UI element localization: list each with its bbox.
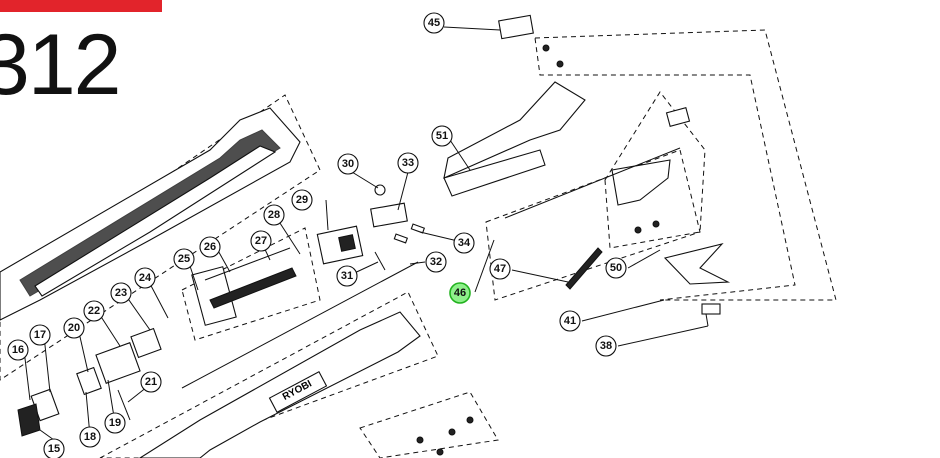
fastener-group-outline — [359, 391, 499, 458]
svg-text:34: 34 — [458, 237, 471, 249]
upper-blade-part-50 — [611, 159, 671, 206]
lower-arm-part — [443, 149, 546, 197]
callout-29[interactable]: 29 — [291, 189, 313, 211]
rod-part-31 — [374, 251, 386, 271]
lower-housing-shell — [138, 311, 421, 458]
callout-17[interactable]: 17 — [29, 324, 51, 346]
svg-text:21: 21 — [145, 376, 157, 388]
motor-part-20 — [95, 342, 141, 384]
callout-41[interactable]: 38 — [595, 335, 617, 357]
callout-27[interactable]: 27 — [250, 230, 272, 252]
pull-rod-part-32 — [181, 261, 419, 389]
pin-part-34 — [393, 233, 409, 244]
svg-text:22: 22 — [88, 305, 100, 317]
svg-text:18: 18 — [84, 431, 96, 443]
callout-22[interactable]: 22 — [83, 300, 105, 322]
callout-45[interactable]: 41 — [559, 310, 581, 332]
switch-button-part — [338, 234, 356, 252]
callout-20[interactable]: 20 — [63, 317, 85, 339]
svg-text:33: 33 — [402, 157, 414, 169]
extension-spring-47 — [565, 247, 603, 290]
callout-24[interactable]: 24 — [134, 267, 156, 289]
pin-part-34b — [410, 223, 426, 234]
terminal-block-part — [191, 266, 237, 326]
callout-47[interactable]: 47 — [489, 258, 511, 280]
callout-51[interactable]: 51 — [431, 125, 453, 147]
callout-19[interactable]: 19 — [104, 412, 126, 434]
svg-text:26: 26 — [204, 241, 216, 253]
svg-text:41: 41 — [564, 315, 576, 327]
svg-text:30: 30 — [342, 158, 354, 170]
coil-part-15 — [17, 403, 41, 437]
callout-18[interactable]: 18 — [79, 426, 101, 448]
callout-34[interactable]: 34 — [453, 232, 475, 254]
callout-38[interactable]: 45 — [423, 12, 445, 34]
spring-rod-upper — [204, 247, 291, 281]
svg-text:27: 27 — [255, 235, 267, 247]
svg-text:15: 15 — [48, 443, 60, 455]
callout-30[interactable]: 30 — [337, 153, 359, 175]
svg-text:28: 28 — [268, 209, 280, 221]
bolt-part-41 — [701, 303, 721, 315]
svg-text:23: 23 — [115, 287, 127, 299]
svg-text:38: 38 — [600, 340, 612, 352]
callout-46[interactable]: 46 — [449, 282, 471, 304]
svg-text:16: 16 — [12, 344, 24, 356]
callout-33[interactable]: 33 — [397, 152, 419, 174]
tie-rod — [504, 147, 681, 219]
clip-part — [665, 106, 691, 128]
callout-50[interactable]: 50 — [605, 257, 627, 279]
ryobi-logo-plate — [268, 371, 328, 413]
switch-bracket-part — [370, 202, 408, 228]
callout-32[interactable]: 32 — [425, 251, 447, 273]
svg-text:25: 25 — [178, 253, 190, 265]
bracket-part-38 — [498, 14, 534, 40]
upper-housing-inner — [34, 145, 277, 297]
svg-text:20: 20 — [68, 322, 80, 334]
svg-text:24: 24 — [139, 272, 152, 284]
callout-26[interactable]: 26 — [199, 236, 221, 258]
svg-text:45: 45 — [428, 17, 440, 29]
blade-group-outline — [534, 29, 837, 301]
model-number: 312 — [0, 17, 121, 113]
callout-16[interactable]: 16 — [7, 339, 29, 361]
svg-text:50: 50 — [610, 262, 622, 274]
callout-25[interactable]: 25 — [173, 248, 195, 270]
svg-text:17: 17 — [34, 329, 46, 341]
blade-arm-part-51 — [443, 81, 586, 179]
callout-28[interactable]: 28 — [263, 204, 285, 226]
callout-15[interactable]: 15 — [43, 438, 65, 458]
svg-text:51: 51 — [436, 130, 448, 142]
svg-text:47: 47 — [494, 263, 506, 275]
bolt-shank-41 — [705, 313, 709, 327]
upper-blade-group-outline — [604, 91, 706, 249]
coil-spring-part-26 — [209, 267, 297, 309]
svg-text:46: 46 — [454, 287, 466, 299]
svg-text:29: 29 — [296, 194, 308, 206]
callout-21[interactable]: 21 — [140, 371, 162, 393]
svg-text:31: 31 — [341, 270, 353, 282]
lower-blade-part-45 — [663, 243, 731, 285]
fastener-screws — [416, 44, 660, 456]
collar-part-18 — [76, 366, 102, 396]
callout-23[interactable]: 23 — [110, 282, 132, 304]
svg-text:19: 19 — [109, 417, 121, 429]
pin-part-21 — [117, 389, 131, 421]
bearing-part-22 — [130, 327, 162, 359]
header-accent-bar — [0, 0, 162, 12]
svg-text:32: 32 — [430, 256, 442, 268]
callout-31[interactable]: 31 — [336, 265, 358, 287]
